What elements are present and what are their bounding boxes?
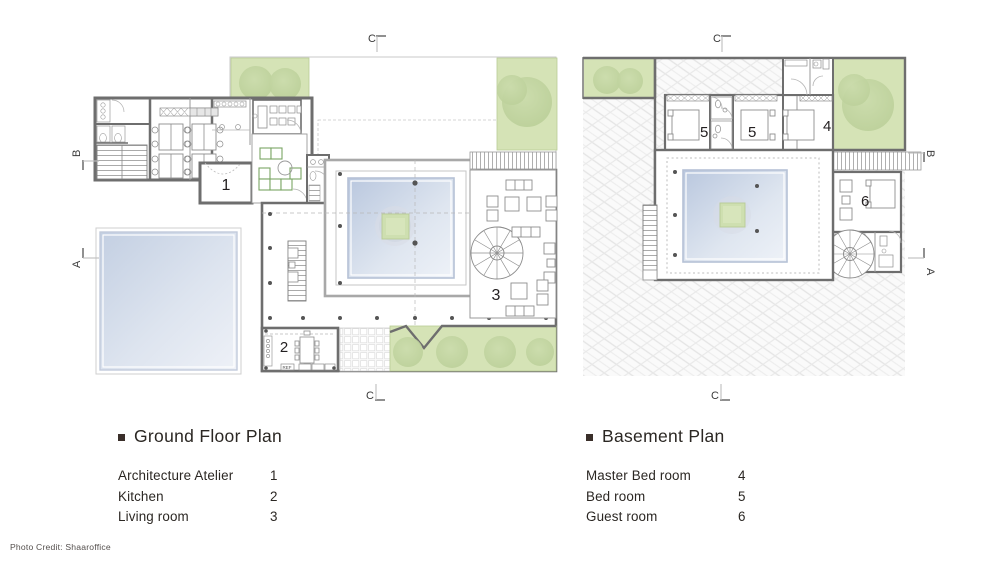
room-label: Bed room: [586, 488, 646, 504]
basement-title-text: Basement Plan: [602, 426, 725, 446]
section-marker-c-bottom-right: C: [711, 384, 730, 402]
paved-terrace: [339, 327, 391, 372]
basement-legend-title: Basement Plan: [586, 426, 758, 447]
guest-room-6: 6: [831, 170, 903, 234]
lounge-sofas: [258, 147, 302, 191]
list-item: Kitchen 2: [118, 487, 290, 508]
spiral-staircase-basement: [825, 229, 875, 279]
corridor-fixtures: [212, 100, 250, 131]
section-marker-c-top-right: C: [713, 33, 731, 52]
bed-room-4: [782, 109, 815, 141]
section-marker-c-bottom-left: C: [366, 384, 385, 402]
list-item: Architecture Atelier 1: [118, 466, 290, 487]
room-label: Living room: [118, 509, 189, 524]
courtyard-columns: [673, 170, 759, 257]
room-number: 3: [270, 509, 278, 524]
room-number: 5: [738, 488, 746, 504]
restroom-fixtures: [95, 99, 150, 144]
list-item: Bed room 5: [586, 487, 758, 508]
room-number-6: 6: [861, 193, 869, 210]
meeting-table: [252, 99, 302, 135]
deck-louvres-basement: [832, 151, 922, 171]
garden-green-top-right: [496, 57, 558, 151]
svg-text:C: C: [368, 33, 376, 45]
interior-stair: [287, 240, 307, 302]
deck-louvres: [469, 151, 557, 170]
svg-text:A: A: [71, 260, 83, 268]
square-bullet-icon: [118, 434, 125, 441]
list-item: Living room 3: [118, 507, 290, 528]
room-number-5a: 5: [700, 124, 708, 141]
spiral-staircase: [470, 226, 524, 280]
svg-text:C: C: [713, 33, 721, 45]
room-label: Architecture Atelier: [118, 468, 234, 483]
section-marker-c-top-left: C: [368, 33, 386, 52]
service-bathroom-top: [782, 57, 834, 96]
lounge-block: [251, 133, 308, 204]
stair-run-office: [96, 144, 148, 180]
square-bullet-icon: [586, 434, 593, 441]
refrigerator-label: REF: [283, 365, 292, 370]
bathroom-core: [710, 96, 733, 150]
room-number: 4: [738, 468, 746, 483]
living-room-furniture: [486, 179, 558, 317]
room-number-1: 1: [222, 177, 231, 194]
section-marker-a-right: A: [908, 248, 936, 276]
kitchen-counter: [263, 335, 273, 367]
ground-floor-legend: Ground Floor Plan Architecture Atelier 1…: [118, 426, 290, 528]
ground-floor-plan-drawing: 1: [71, 33, 558, 402]
room-number: 2: [270, 488, 278, 504]
section-marker-b-left: B: [71, 150, 99, 170]
ground-floor-room-list: Architecture Atelier 1 Kitchen 2 Living …: [118, 466, 290, 528]
room-label: Kitchen: [118, 488, 164, 504]
section-marker-b-right: B: [908, 150, 936, 162]
basement-plan-drawing: 5 5: [582, 33, 936, 402]
garden-green-basement-right: [832, 57, 906, 151]
room-label: Guest room: [586, 509, 658, 524]
room-number-4: 4: [823, 118, 831, 135]
svg-text:A: A: [924, 268, 936, 276]
spiral-stair-zone: [825, 229, 903, 279]
living-room: 3: [469, 169, 558, 319]
bedroom-band: 5 5: [663, 93, 835, 152]
ground-floor-legend-title: Ground Floor Plan: [118, 426, 290, 447]
room-number: 6: [738, 509, 746, 524]
garden-green-bottom: [389, 324, 557, 372]
room-number-3: 3: [492, 287, 501, 304]
central-courtyard: [262, 158, 556, 340]
swimming-pool: [95, 227, 242, 375]
basement-room-list: Master Bed room 4 Bed room 5 Guest room …: [586, 466, 758, 528]
ground-floor-title-text: Ground Floor Plan: [134, 426, 283, 446]
garden-green-basement-left: [582, 57, 656, 99]
basement-legend: Basement Plan Master Bed room 4 Bed room…: [586, 426, 758, 528]
room-number-2: 2: [280, 339, 288, 356]
garden-green-top-left: [230, 57, 310, 104]
bed-room-5b: [740, 109, 776, 141]
list-item: Guest room 6: [586, 507, 758, 528]
dining-table: [294, 330, 320, 369]
list-item: Master Bed room 4: [586, 466, 758, 487]
room-number-5b: 5: [748, 124, 756, 141]
section-marker-a-left: A: [71, 248, 99, 268]
entry-room-1: 1: [198, 161, 254, 205]
svg-text:C: C: [711, 390, 719, 402]
svg-text:B: B: [924, 150, 936, 157]
photo-credit: Photo Credit: Shaaroffice: [10, 542, 111, 552]
room-label: Master Bed room: [586, 468, 691, 483]
room-number: 1: [270, 468, 278, 483]
kitchen: 2 REF: [260, 326, 340, 373]
svg-text:C: C: [366, 390, 374, 402]
bed-room-5a: [667, 109, 700, 141]
office-shelf-units: [159, 107, 219, 117]
basement-courtyard: [642, 148, 835, 282]
structural-columns: [338, 172, 479, 285]
svg-text:B: B: [71, 150, 83, 157]
